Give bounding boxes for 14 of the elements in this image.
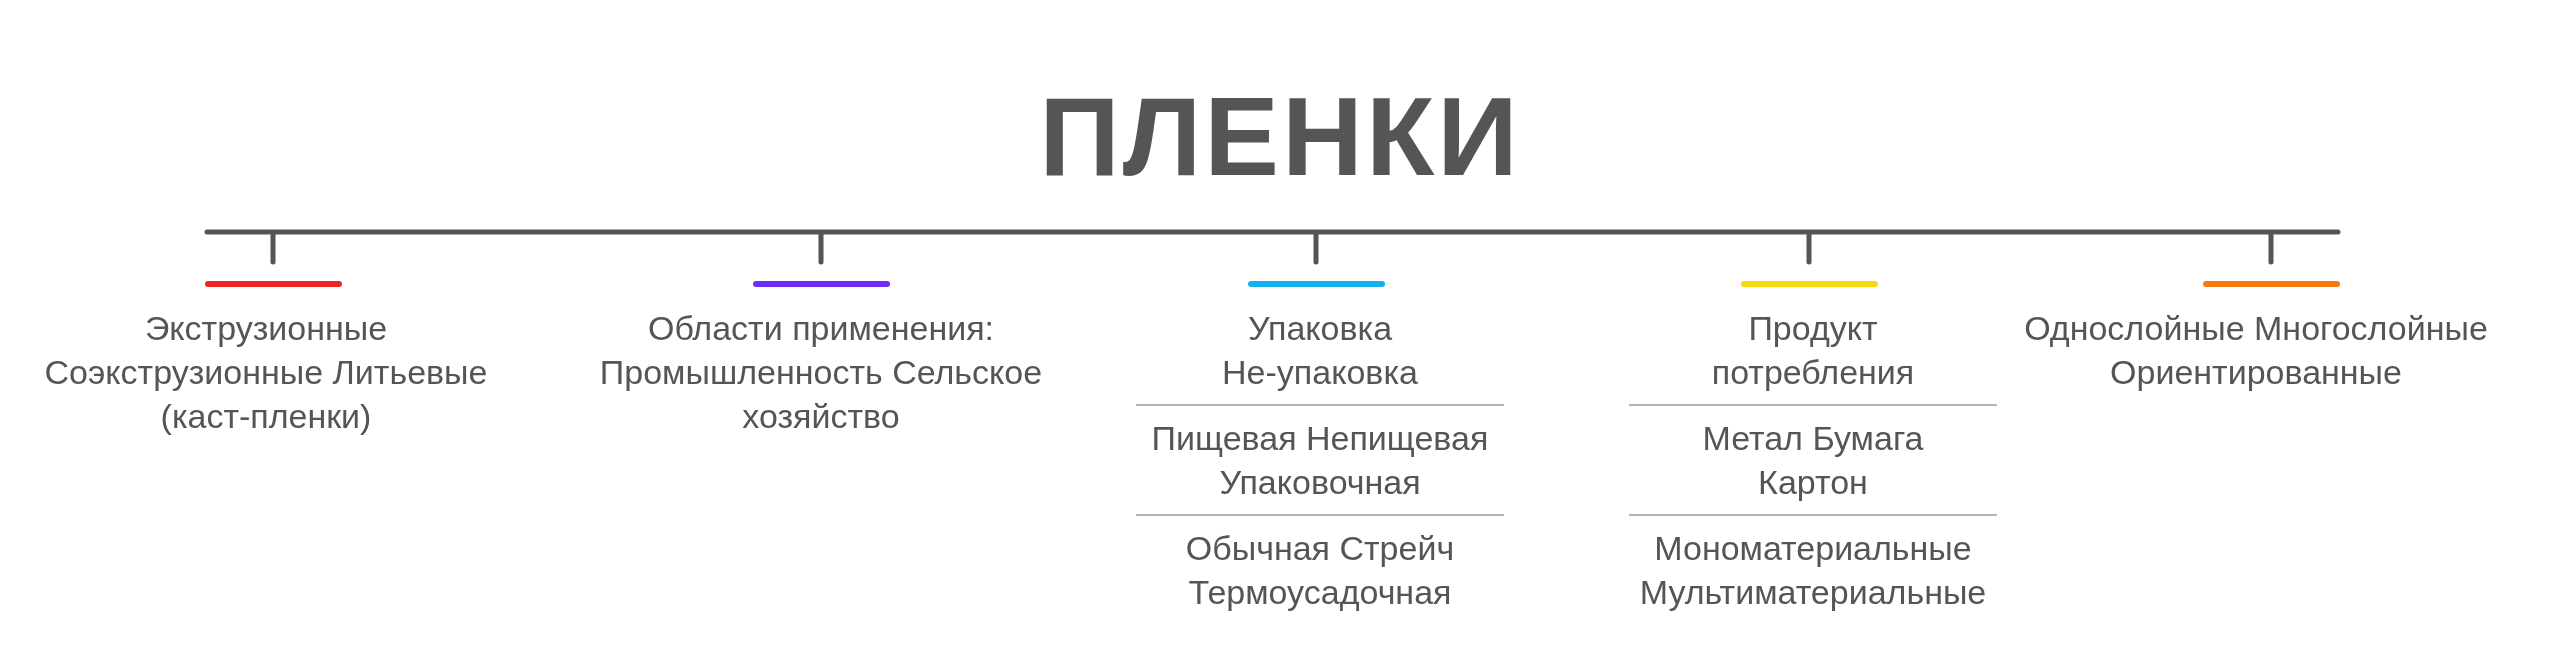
subcategory-label: Метал Бумага Картон (1701, 418, 1925, 503)
category-label: Экструзионные Соэкструзионные Литьевые (каст-пленки) (43, 308, 489, 437)
category-label: Области применения: Промышленность Сельское хозяйство (598, 308, 1044, 437)
subcategory-label: Пищевая Непищевая Упаковочная (1150, 418, 1490, 503)
category-label: Продукт потребления (1710, 308, 1916, 393)
title: ПЛЕНКИ (1039, 81, 1521, 193)
category-label: Упаковка Не-упаковка (1221, 308, 1419, 393)
subcategory-label: Обычная Стрейч Термоусадочная (1184, 528, 1456, 613)
category-label: Однослойные Многослойные Ориентированные (2023, 308, 2489, 393)
category-column (2023, 281, 2489, 394)
category-column (1136, 281, 1504, 614)
category-column (43, 281, 489, 438)
category-column (1629, 281, 1997, 614)
subcategory-label: Мономатериальные Мультиматериальные (1638, 528, 1988, 613)
